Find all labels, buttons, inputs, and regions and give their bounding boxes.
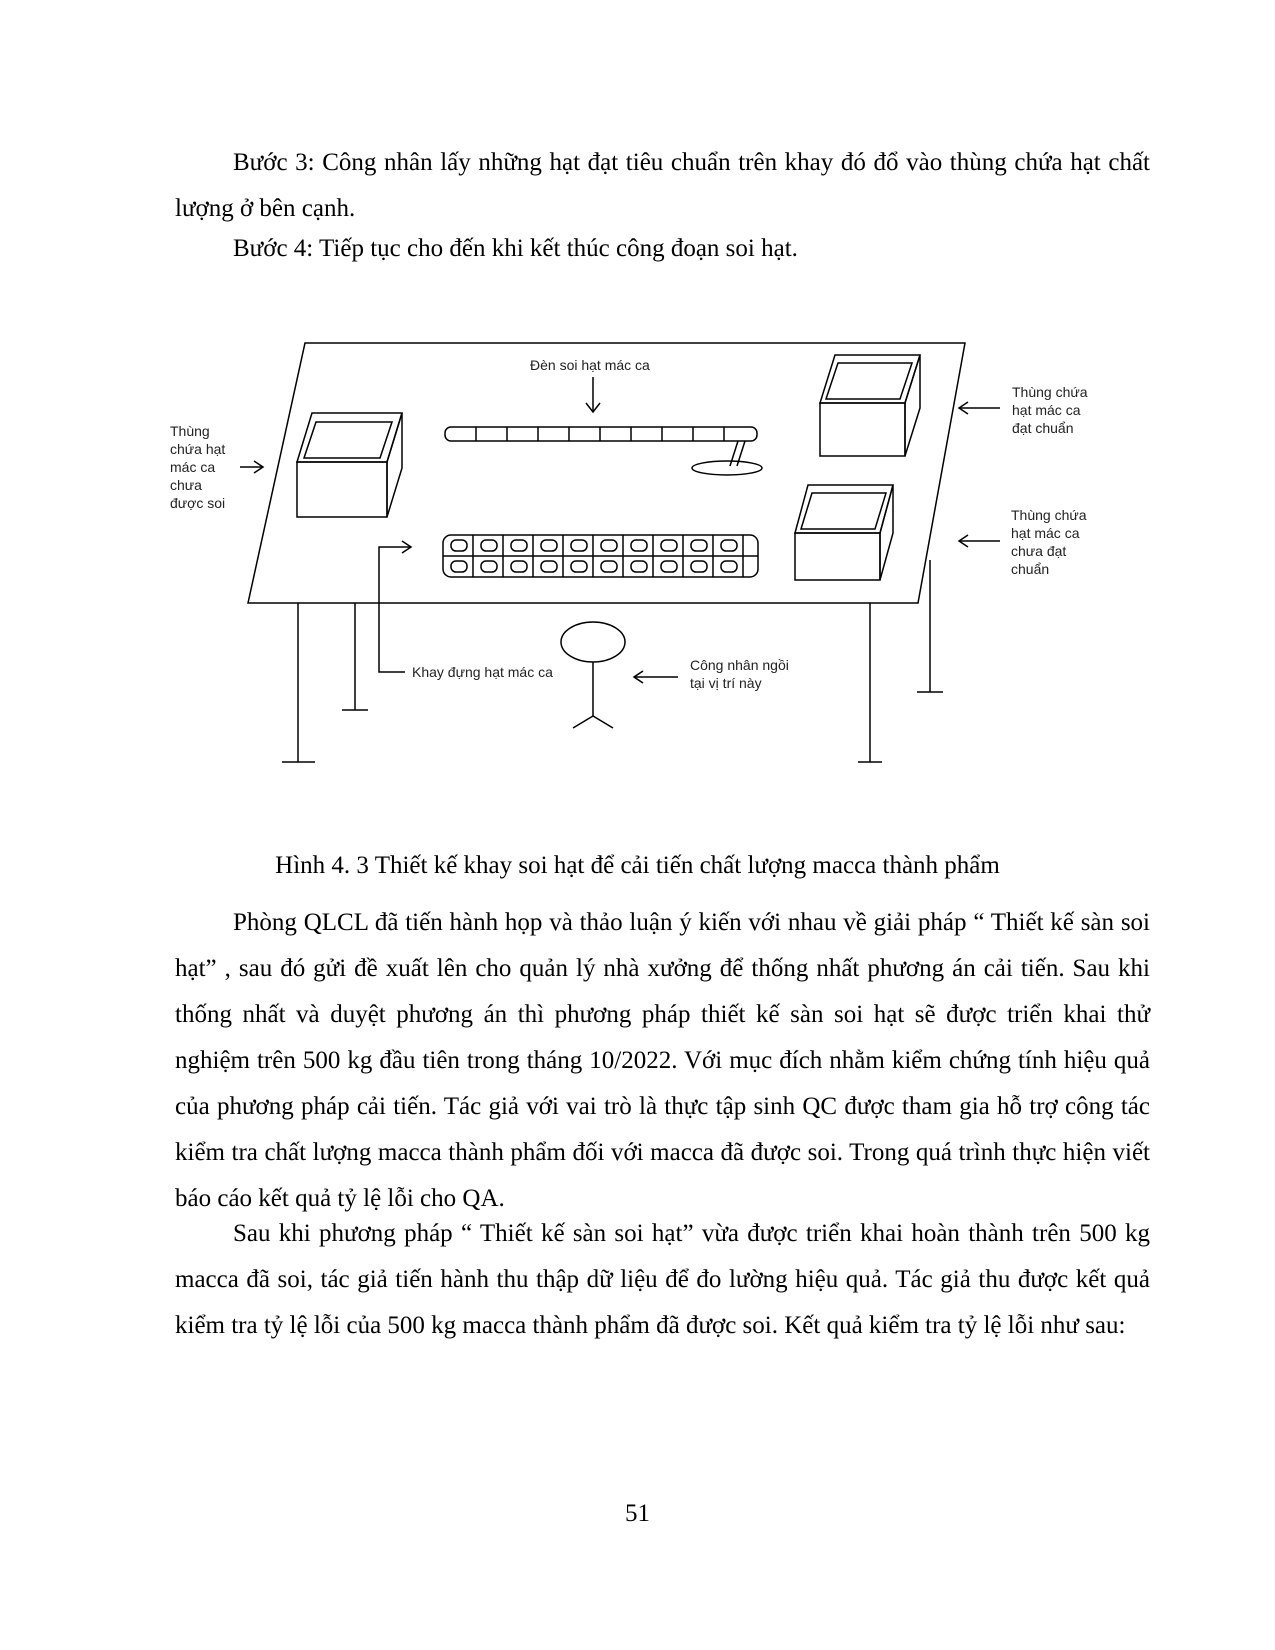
label-reject-bin: Thùng chứa hạt mác ca chưa đạt chuẩn (1011, 507, 1087, 577)
reject-bin (794, 484, 894, 581)
unsorted-bin (295, 412, 404, 518)
paragraph-step-3: Bước 3: Công nhân lấy những hạt đạt tiêu… (175, 149, 1150, 222)
label-worker: Công nhân ngồi tại vị trí này (690, 657, 789, 691)
good-bin (818, 354, 922, 457)
svg-text:chưa: chưa (170, 477, 202, 493)
paragraph-body-1: Phòng QLCL đã tiến hành họp và thảo luận… (175, 909, 1150, 1212)
paragraph-step-4: Bước 4: Tiếp tục cho đến khi kết thúc cô… (233, 235, 798, 262)
worker-figure (560, 621, 626, 729)
svg-text:chưa đạt: chưa đạt (1011, 543, 1066, 559)
svg-text:mác ca: mác ca (170, 459, 215, 475)
svg-text:hạt mác ca: hạt mác ca (1012, 402, 1081, 418)
nut-tray (442, 534, 759, 578)
svg-text:Thùng: Thùng (170, 423, 210, 439)
svg-text:chứa hạt: chứa hạt (170, 441, 225, 457)
svg-text:đạt chuẩn: đạt chuẩn (1012, 420, 1074, 436)
label-lamp: Đèn soi hạt mác ca (530, 357, 650, 373)
tray-diagram: Đèn soi hạt mác ca Thùng chứa hạt mác ca… (170, 342, 1088, 763)
svg-text:Thùng chứa: Thùng chứa (1011, 507, 1087, 523)
svg-text:Thùng chứa: Thùng chứa (1012, 384, 1088, 400)
lamp-bar (444, 426, 763, 476)
page-number: 51 (625, 1500, 650, 1527)
figure-caption: Hình 4. 3 Thiết kế khay soi hạt để cải t… (275, 852, 1000, 879)
label-unsorted-bin: Thùng chứa hạt mác ca chưa được soi (170, 423, 225, 511)
paragraph-body-2: Sau khi phương pháp “ Thiết kế sàn soi h… (175, 1220, 1150, 1339)
label-tray: Khay đựng hạt mác ca (412, 664, 553, 680)
label-good-bin: Thùng chứa hạt mác ca đạt chuẩn (1012, 384, 1088, 436)
svg-text:tại vị trí này: tại vị trí này (690, 675, 762, 691)
tray-design-figure: Đèn soi hạt mác ca Thùng chứa hạt mác ca… (0, 330, 1275, 810)
svg-text:hạt mác ca: hạt mác ca (1011, 525, 1080, 541)
table-top (247, 342, 966, 604)
svg-text:Công nhân ngồi: Công nhân ngồi (690, 657, 789, 673)
svg-text:được soi: được soi (170, 495, 225, 511)
svg-text:chuẩn: chuẩn (1011, 561, 1049, 577)
